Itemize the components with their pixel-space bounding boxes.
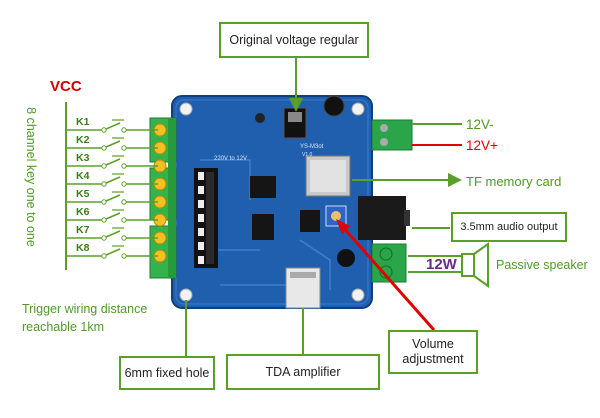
key-terminal-blocks [149, 117, 177, 279]
trigger-label-line2: reachable 1km [22, 320, 104, 334]
trigger-label-line1: Trigger wiring distance [22, 302, 148, 316]
speaker-icon [461, 242, 489, 288]
volume-adjustment-label: Volume adjustment [388, 330, 478, 374]
chip [250, 176, 276, 198]
tf-card-label: TF memory card [466, 174, 562, 189]
key-switch-k5 [66, 191, 158, 205]
callout-lines [185, 58, 472, 356]
audio-output-label: 3.5mm audio output [451, 212, 567, 242]
watt-label: 12W [426, 256, 457, 273]
connector-pins [194, 168, 218, 268]
v12-minus-label: 12V- [466, 117, 494, 132]
power-terminal [371, 119, 413, 151]
regulator-arrow [289, 98, 303, 112]
terminal-screws [153, 123, 167, 263]
key-label-k3: K3 [76, 152, 90, 164]
chip [300, 210, 320, 232]
key-label-k2: K2 [76, 134, 90, 146]
chip [252, 214, 274, 240]
fixed-hole-label: 6mm fixed hole [119, 356, 215, 390]
v12-plus-label: 12V+ [466, 138, 498, 153]
key-label-k1: K1 [76, 116, 90, 128]
key-label-k4: K4 [76, 170, 90, 182]
fixed-hole-text: 6mm fixed hole [124, 366, 210, 380]
regulator-label: Original voltage regular [219, 22, 369, 58]
capacitor [337, 249, 355, 267]
vcc-label: VCC [50, 78, 82, 95]
key-switch-k3 [66, 155, 158, 169]
key-switch-k6 [66, 209, 158, 223]
svg-text:V1.0: V1.0 [302, 152, 313, 158]
capacitor [323, 95, 345, 117]
speaker-label: Passive speaker [496, 258, 588, 272]
key-label-k7: K7 [76, 224, 90, 236]
volume-text-line1: Volume [412, 337, 454, 351]
svg-text:220V to 12V: 220V to 12V [214, 156, 247, 162]
key-switch-k8 [66, 245, 158, 259]
key-label-k5: K5 [76, 188, 90, 200]
tda-amplifier-text: TDA amplifier [265, 365, 341, 379]
pcb-board: YS-M3ot V1.0 220V to 12V [171, 95, 413, 309]
audio-output-text: 3.5mm audio output [460, 221, 558, 233]
vertical-key-label: 8 channel key one to one [23, 107, 38, 247]
key-switch-k2 [66, 137, 158, 151]
tf-arrow [448, 173, 462, 187]
key-switches [66, 119, 158, 259]
key-label-k6: K6 [76, 206, 90, 218]
volume-arrow-line [340, 225, 436, 331]
tda-amplifier-label: TDA amplifier [226, 354, 380, 390]
key-label-k8: K8 [76, 242, 90, 254]
key-switch-k1 [66, 119, 158, 133]
audio-jack [358, 196, 406, 240]
volume-arrow-head [336, 219, 350, 234]
volume-text-line2: adjustment [402, 352, 464, 366]
key-switch-k7 [66, 227, 158, 241]
regulator-text: Original voltage regular [229, 33, 359, 47]
svg-text:YS-M3ot: YS-M3ot [300, 144, 324, 150]
key-switch-k4 [66, 173, 158, 187]
